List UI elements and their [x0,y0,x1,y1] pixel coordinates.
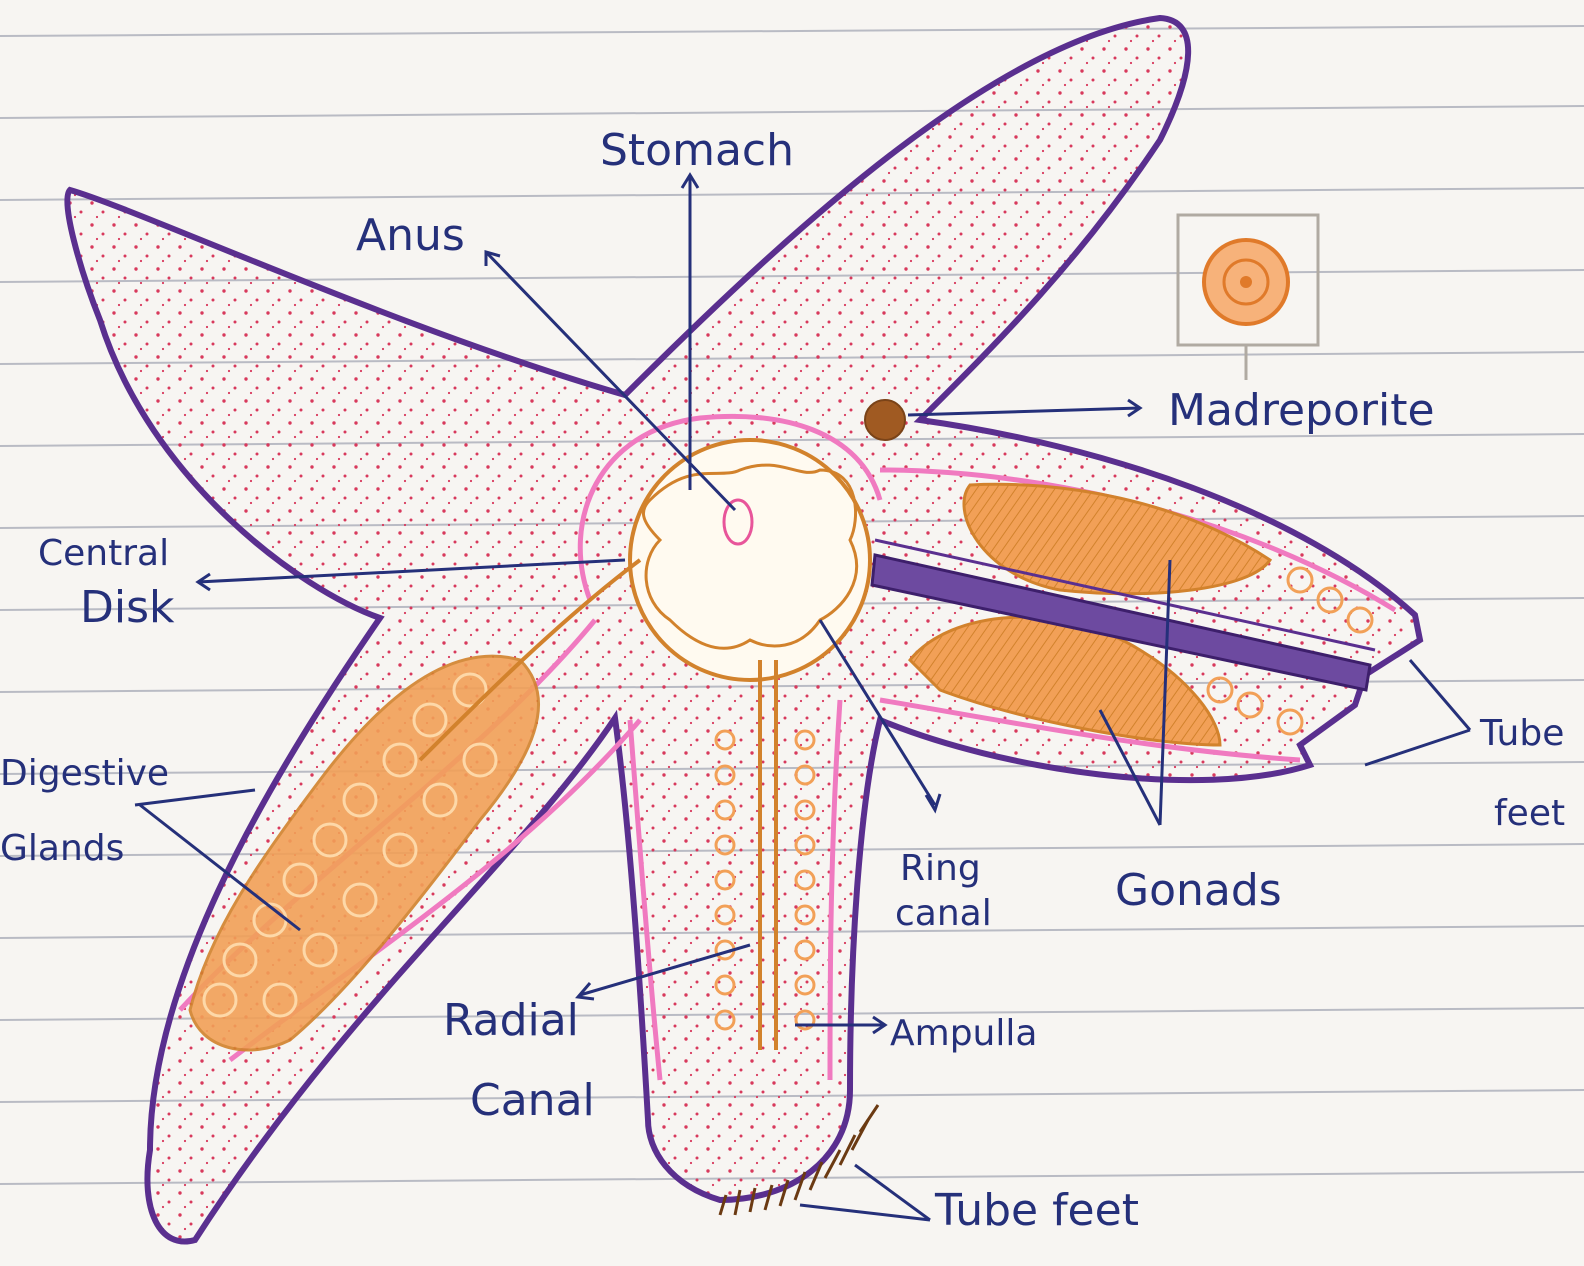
label-stomach: Stomach [600,125,794,176]
label-digestive-glands-line2: Glands [0,828,124,869]
label-anus: Anus [356,210,465,261]
label-madreporite: Madreporite [1168,385,1435,436]
label-central-disk-line1: Central [38,533,169,574]
label-central-disk-line2: Disk [80,582,175,633]
tube-feet-right-leader-1 [1410,660,1470,730]
label-digestive-glands-line1: Digestive [0,753,169,794]
label-tube-feet-bottom: Tube feet [934,1185,1139,1236]
label-ampulla: Ampulla [890,1013,1037,1054]
label-gonads: Gonads [1115,865,1282,916]
label-ring-canal-line1: Ring [900,848,981,889]
tube-feet-right-leader-2 [1365,730,1470,765]
label-radial-canal-line1: Radial [443,995,579,1046]
label-tube-feet-right-line1: Tube [1479,713,1564,754]
label-radial-canal-line2: Canal [470,1075,595,1126]
label-ring-canal-line2: canal [895,893,992,934]
label-tube-feet-right-line2: feet [1494,793,1565,834]
madreporite-disc [865,400,905,440]
madreporite-leader [908,408,1140,415]
